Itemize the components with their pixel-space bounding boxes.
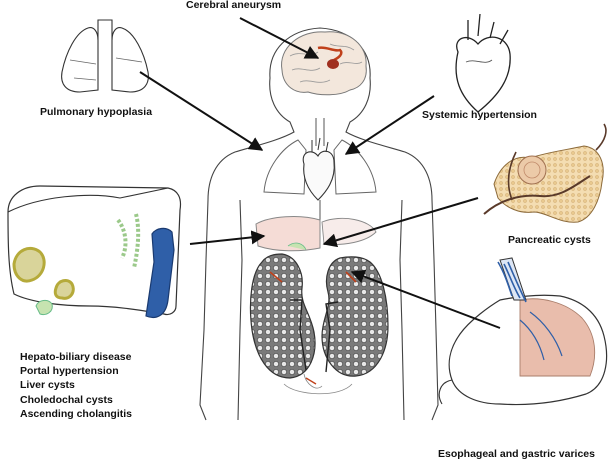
lungs-icon	[61, 19, 149, 93]
hepatic-item: Hepato-biliary disease	[20, 351, 132, 363]
aneurysm-icon	[327, 59, 339, 69]
hepatic-conditions-list: Hepato-biliary disease Portal hypertensi…	[20, 350, 132, 421]
arrow-cerebral	[239, 17, 320, 59]
arrow-varices	[350, 269, 501, 329]
kidneys-icon	[249, 253, 389, 379]
hepatic-item: Choledochal cysts	[20, 393, 113, 406]
arrow-pulmonary	[139, 71, 264, 151]
body-liver-icon	[255, 216, 377, 252]
heart-icon	[455, 13, 511, 113]
body-heart-icon	[302, 137, 335, 201]
human-body-icon	[199, 27, 439, 421]
arrows	[139, 17, 501, 329]
pancreas-icon	[483, 123, 607, 223]
stomach-icon	[438, 257, 608, 406]
trachea-icon	[315, 118, 325, 146]
body-lungs-icon	[263, 139, 377, 195]
label-pulmonary-hypoplasia: Pulmonary hypoplasia	[40, 106, 153, 118]
hepatic-item: Portal hypertension	[20, 365, 119, 378]
arrow-hepatic	[189, 230, 266, 245]
arrow-pancreatic	[322, 197, 479, 248]
label-esophageal-gastric-varices: Esophageal and gastric varices	[438, 448, 595, 460]
label-systemic-hypertension: Systemic hypertension	[422, 109, 537, 121]
hepatic-item: Ascending cholangitis	[20, 407, 133, 420]
hepatic-item: Liver cysts	[20, 379, 75, 392]
label-cerebral-aneurysm: Cerebral aneurysm	[186, 0, 282, 11]
arrow-systemic	[344, 95, 435, 155]
label-pancreatic-cysts: Pancreatic cysts	[508, 234, 591, 246]
liver-icon	[7, 185, 182, 319]
brain-icon	[281, 31, 367, 96]
